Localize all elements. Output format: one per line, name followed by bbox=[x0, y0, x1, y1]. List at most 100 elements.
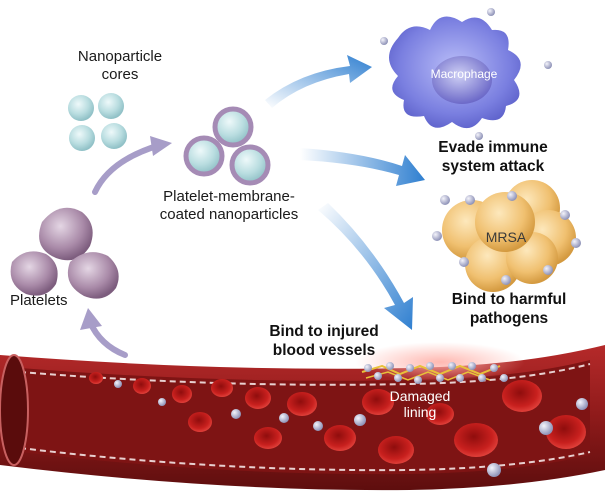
red-blood-cell bbox=[454, 423, 498, 457]
macrophage-nucleus bbox=[432, 56, 492, 104]
mrsa-cluster bbox=[432, 180, 581, 292]
nanoparticle bbox=[414, 376, 422, 384]
nanoparticle bbox=[468, 362, 476, 370]
vessel-inner-lining-top bbox=[19, 363, 591, 386]
nanoparticle bbox=[406, 364, 414, 372]
red-blood-cell bbox=[245, 387, 271, 409]
nanoparticle bbox=[487, 8, 495, 16]
red-blood-cell bbox=[426, 403, 454, 425]
macrophage bbox=[380, 8, 552, 140]
nanoparticle bbox=[501, 275, 511, 285]
label-damaged-lining: Damaged lining bbox=[370, 388, 470, 420]
red-blood-cell bbox=[188, 412, 212, 432]
label-line: lining bbox=[403, 404, 437, 420]
vessel-inner-lining-bottom bbox=[19, 447, 591, 472]
label-line: coated nanoparticles bbox=[159, 206, 299, 223]
nanoparticle-core bbox=[68, 95, 94, 121]
label-evade-immune: Evade immune system attack bbox=[418, 138, 568, 176]
nanoparticle-core bbox=[98, 93, 124, 119]
nanoparticle bbox=[571, 238, 581, 248]
red-blood-cell bbox=[362, 389, 394, 415]
label-line: Nanoparticle bbox=[77, 48, 163, 65]
blood-vessel bbox=[0, 342, 605, 491]
nanoparticle bbox=[544, 61, 552, 69]
nanoparticle-cores bbox=[68, 93, 127, 151]
arrow-to-mrsa bbox=[300, 148, 425, 186]
nanoparticle bbox=[380, 37, 388, 45]
label-coated-nanoparticles: Platelet-membrane- coated nanoparticles bbox=[140, 188, 318, 224]
cycle-arrow-head-2 bbox=[80, 308, 102, 330]
platelet bbox=[39, 207, 93, 261]
coated-nanoparticle bbox=[229, 144, 271, 186]
label-bind-vessels: Bind to injured blood vessels bbox=[250, 322, 398, 360]
nanoparticle bbox=[543, 265, 553, 275]
nanoparticle bbox=[114, 380, 122, 388]
nanoparticle bbox=[440, 195, 450, 205]
nanoparticle-core bbox=[69, 125, 95, 151]
label-nanoparticle-cores: Nanoparticle cores bbox=[70, 48, 170, 84]
red-blood-cell bbox=[211, 379, 233, 397]
red-blood-cell bbox=[133, 378, 151, 394]
vessel-opening bbox=[0, 354, 29, 466]
nanoparticle bbox=[279, 413, 289, 423]
mrsa-bacterium bbox=[475, 192, 535, 252]
arrow-to-macrophage bbox=[265, 55, 372, 108]
nanoparticle bbox=[386, 362, 394, 370]
nanoparticle bbox=[426, 362, 434, 370]
nanoparticle bbox=[576, 398, 588, 410]
red-blood-cell bbox=[89, 372, 103, 384]
red-blood-cell bbox=[254, 427, 282, 449]
nanoparticle bbox=[560, 210, 570, 220]
label-macrophage: Macrophage bbox=[430, 67, 498, 81]
platelets bbox=[10, 207, 119, 299]
coated-nanoparticle bbox=[212, 106, 254, 148]
nanoparticle bbox=[475, 132, 483, 140]
nanoparticle bbox=[500, 374, 508, 382]
damage-fibrin bbox=[365, 371, 491, 381]
nanoparticle bbox=[448, 362, 456, 370]
nanoparticle bbox=[432, 231, 442, 241]
red-blood-cell bbox=[502, 380, 542, 412]
red-blood-cell bbox=[172, 385, 192, 403]
label-line: Platelet-membrane- bbox=[163, 188, 295, 205]
nanoparticle bbox=[394, 374, 402, 382]
nanoparticle bbox=[231, 409, 241, 419]
platelet bbox=[10, 251, 58, 296]
label-line: Bind to injured bbox=[269, 323, 379, 340]
nanoparticle bbox=[158, 398, 166, 406]
nanoparticle bbox=[507, 191, 517, 201]
label-line: Bind to harmful bbox=[451, 291, 567, 308]
bound-nanoparticles bbox=[364, 362, 508, 384]
label-line: Evade immune bbox=[438, 139, 548, 156]
label-line: system attack bbox=[441, 158, 545, 175]
nanoparticle bbox=[465, 195, 475, 205]
coated-nanoparticles bbox=[183, 106, 271, 186]
label-line: Damaged bbox=[389, 388, 451, 404]
cycle-arrow-head-1 bbox=[150, 136, 172, 156]
red-blood-cell bbox=[324, 425, 356, 451]
label-bind-pathogens: Bind to harmful pathogens bbox=[430, 290, 588, 328]
nanoparticle bbox=[539, 421, 553, 435]
nanoparticle bbox=[354, 414, 366, 426]
red-blood-cell bbox=[378, 436, 414, 464]
nanoparticle bbox=[364, 364, 372, 372]
nanoparticle bbox=[490, 364, 498, 372]
label-line: pathogens bbox=[469, 310, 549, 327]
platelet bbox=[67, 252, 119, 299]
vessel-lumen bbox=[20, 360, 590, 475]
label-line: blood vessels bbox=[272, 342, 376, 359]
nanoparticle bbox=[374, 372, 382, 380]
nanoparticle-core bbox=[101, 123, 127, 149]
nanoparticle bbox=[478, 374, 486, 382]
nanoparticle bbox=[456, 374, 464, 382]
nanoparticle bbox=[313, 421, 323, 431]
arrow-to-vessel bbox=[318, 203, 413, 330]
label-platelets: Platelets bbox=[10, 292, 68, 309]
nanoparticle bbox=[459, 257, 469, 267]
red-blood-cell bbox=[287, 392, 317, 416]
label-line: cores bbox=[101, 66, 139, 83]
nanoparticle bbox=[436, 374, 444, 382]
label-mrsa: MRSA bbox=[485, 229, 527, 245]
